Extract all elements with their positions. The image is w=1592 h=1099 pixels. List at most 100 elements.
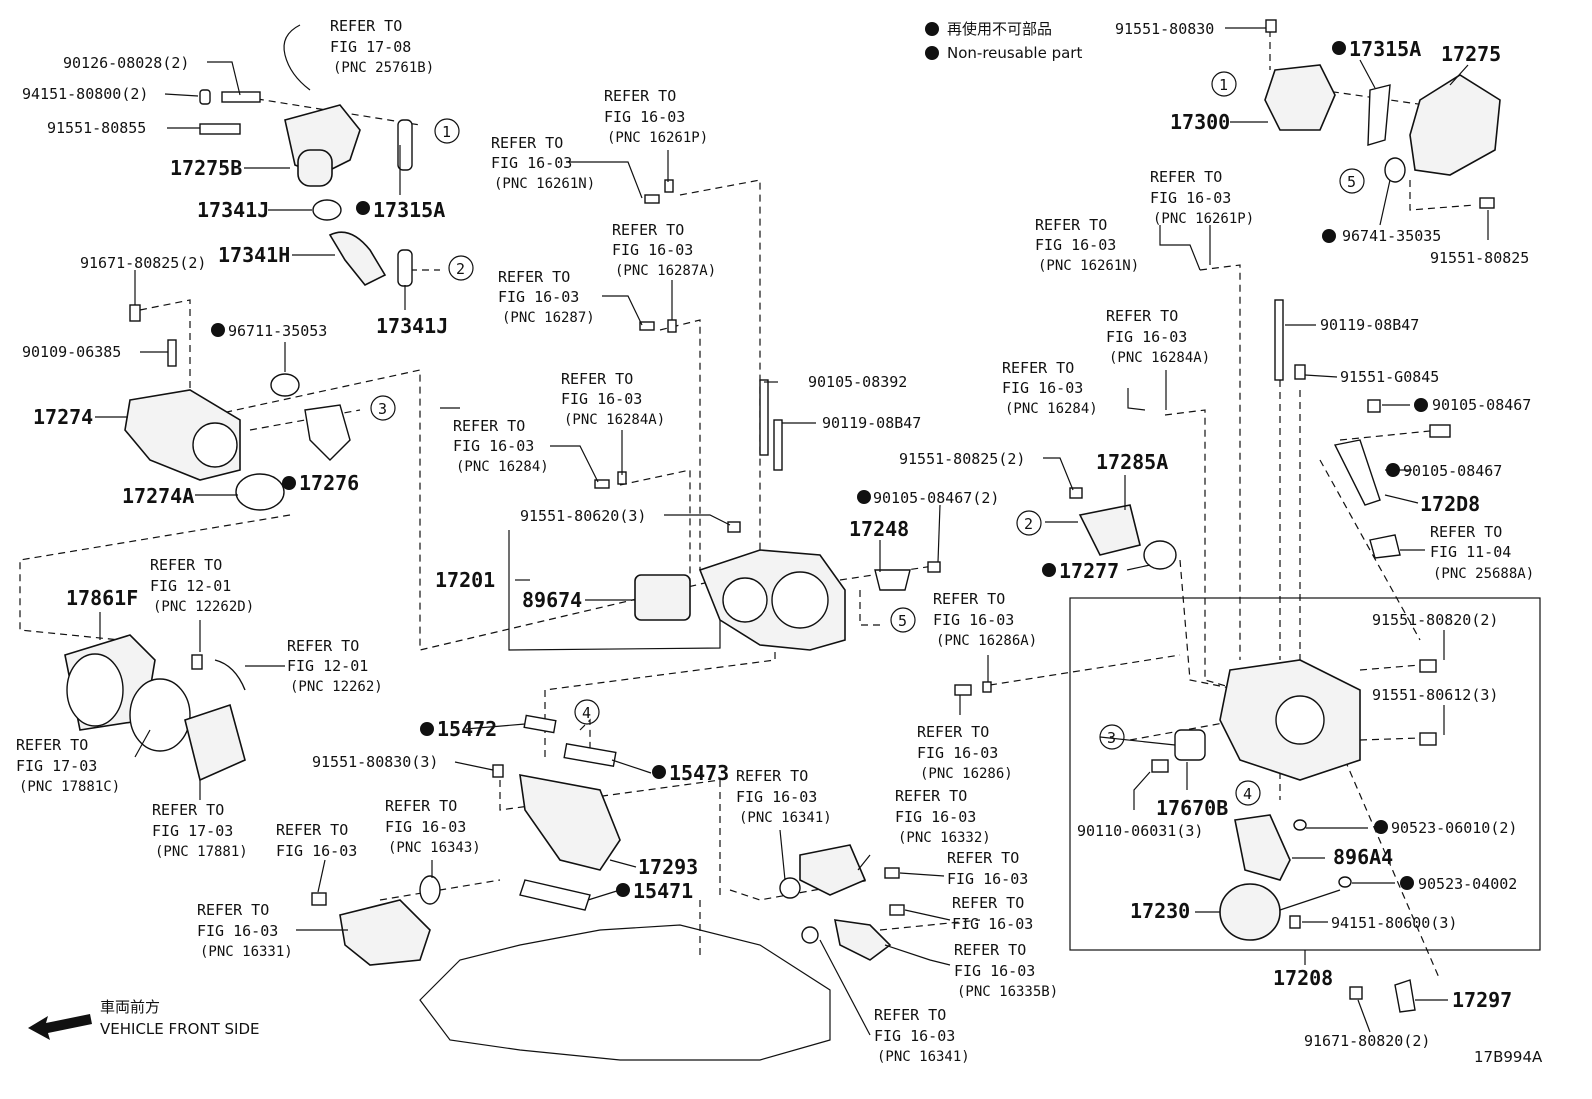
o-ring-icon xyxy=(1384,157,1406,183)
refer-fig: FIG 16-03 xyxy=(561,390,642,408)
refer-fig: FIG 16-03 xyxy=(895,808,976,826)
part-label: 94151-80600(3) xyxy=(1331,914,1457,932)
refer-pnc: (PNC 25761B) xyxy=(333,60,434,76)
refer-pnc: (PNC 16343) xyxy=(388,840,481,856)
refer-fig: FIG 16-03 xyxy=(1106,328,1187,346)
part-label: 90105-08467 xyxy=(1432,396,1531,414)
turbine-outlet-shape xyxy=(1275,695,1325,745)
part-label: 90126-08028(2) xyxy=(63,54,189,72)
bolt-icon xyxy=(1151,759,1169,773)
engine-block-outline xyxy=(419,924,831,1061)
bolt-icon xyxy=(1349,986,1363,1000)
refer-fig: FIG 16-03 xyxy=(453,437,534,455)
part-label: 17201 xyxy=(435,568,495,592)
actuator-rod xyxy=(1279,889,1341,911)
gasket-icon xyxy=(304,404,351,461)
refer-to-label: REFER TO xyxy=(385,797,457,815)
clamp-icon xyxy=(312,199,342,221)
callout-4: 4 xyxy=(1243,785,1252,803)
fitting-icon xyxy=(664,179,674,193)
vehicle-front-arrow-icon xyxy=(28,1014,92,1040)
part-label: 17208 xyxy=(1273,966,1333,990)
part-17248-shape xyxy=(874,569,911,591)
part-label: 90105-08392 xyxy=(808,373,907,391)
refer-fig: FIG 12-01 xyxy=(287,657,368,675)
part-label: 17341J xyxy=(197,198,269,222)
part-label: 17276 xyxy=(299,471,359,495)
part-label: 17275 xyxy=(1441,42,1501,66)
part-label: 90105-08467 xyxy=(1403,462,1502,480)
part-17300-shape xyxy=(1264,64,1336,131)
non-reusable-dot-icon xyxy=(1400,876,1414,890)
gasket-icon xyxy=(563,742,617,768)
non-reusable-dot-icon xyxy=(857,490,871,504)
refer-fig: FIG 16-03 xyxy=(1002,379,1083,397)
refer-fig: FIG 16-03 xyxy=(197,922,278,940)
refer-pnc: (PNC 16284) xyxy=(1005,401,1098,417)
refer-to-label: REFER TO xyxy=(1002,359,1074,377)
refer-fig: FIG 16-03 xyxy=(1035,236,1116,254)
clip-icon xyxy=(191,654,203,670)
stud-icon xyxy=(1274,299,1284,381)
oil-pipe-shape xyxy=(833,919,892,961)
clamp-icon xyxy=(129,678,191,752)
bolt-icon xyxy=(311,892,327,906)
part-label: 89674 xyxy=(522,588,582,612)
actuator-896A4-shape xyxy=(1234,814,1291,881)
refer-pnc: (PNC 17881) xyxy=(155,844,248,860)
refer-pnc: (PNC 16332) xyxy=(898,830,991,846)
non-reusable-dot-icon xyxy=(1042,563,1056,577)
refer-pnc: (PNC 16335B) xyxy=(957,984,1058,1000)
refer-fig: FIG 17-03 xyxy=(152,822,233,840)
refer-pnc: (PNC 16261N) xyxy=(494,176,595,192)
part-label: 90119-08B47 xyxy=(822,414,921,432)
refer-pnc: (PNC 16341) xyxy=(739,810,832,826)
part-labels: 90126-08028(2) 94151-80800(2) 91551-8085… xyxy=(22,20,1531,1050)
part-label: 17293 xyxy=(638,855,698,879)
refer-to-label: REFER TO xyxy=(330,17,402,35)
part-17670B-shape xyxy=(1174,729,1206,761)
part-label: 17300 xyxy=(1170,110,1230,134)
refer-to-label: REFER TO xyxy=(561,370,633,388)
part-label: 91551-80825 xyxy=(1430,249,1529,267)
non-reusable-dot-icon xyxy=(1332,41,1346,55)
clip-icon xyxy=(1293,819,1307,831)
stud-icon xyxy=(773,419,783,471)
bracket-shape xyxy=(1369,534,1401,559)
part-17201-turbo-shape xyxy=(634,549,846,651)
refer-to-label: REFER TO xyxy=(453,417,525,435)
part-label: 91551-80612(3) xyxy=(1372,686,1498,704)
callout-1: 1 xyxy=(1219,76,1228,94)
bolt-icon xyxy=(727,521,741,533)
refer-fig: FIG 16-03 xyxy=(917,744,998,762)
part-label: 91551-80825(2) xyxy=(899,450,1025,468)
refer-pnc: (PNC 12262D) xyxy=(153,599,254,615)
bolt-icon xyxy=(1419,732,1437,746)
front-en: VEHICLE FRONT SIDE xyxy=(100,1020,260,1038)
part-label: 91551-80830(3) xyxy=(312,753,438,771)
refer-pnc: (PNC 16261N) xyxy=(1038,258,1139,274)
refer-to-label: REFER TO xyxy=(1106,307,1178,325)
refer-fig: FIG 16-03 xyxy=(947,870,1028,888)
refer-pnc: (PNC 16287) xyxy=(502,310,595,326)
part-label: 17285A xyxy=(1096,450,1168,474)
gasket-icon xyxy=(1367,84,1391,146)
gasket-icon xyxy=(523,714,557,734)
refer-to-label: REFER TO xyxy=(947,849,1019,867)
bolt-icon xyxy=(889,904,905,916)
o-ring-icon xyxy=(270,373,300,397)
bolt-icon xyxy=(1294,364,1306,380)
part-17275B-shape xyxy=(284,104,413,187)
part-label: 91671-80820(2) xyxy=(1304,1032,1430,1050)
diagram-id: 17B994A xyxy=(1474,1048,1543,1066)
refer-fig: FIG 16-03 xyxy=(491,154,572,172)
hose-shape xyxy=(184,703,246,782)
bolt-icon xyxy=(1429,424,1451,438)
part-label: 17297 xyxy=(1452,988,1512,1012)
bolt-icon xyxy=(1265,19,1277,33)
leader-lines xyxy=(95,27,1489,1036)
part-label: 94151-80800(2) xyxy=(22,85,148,103)
part-label: 96741-35035 xyxy=(1342,227,1441,245)
gasket-icon xyxy=(801,926,819,944)
part-label: 172D8 xyxy=(1420,492,1480,516)
